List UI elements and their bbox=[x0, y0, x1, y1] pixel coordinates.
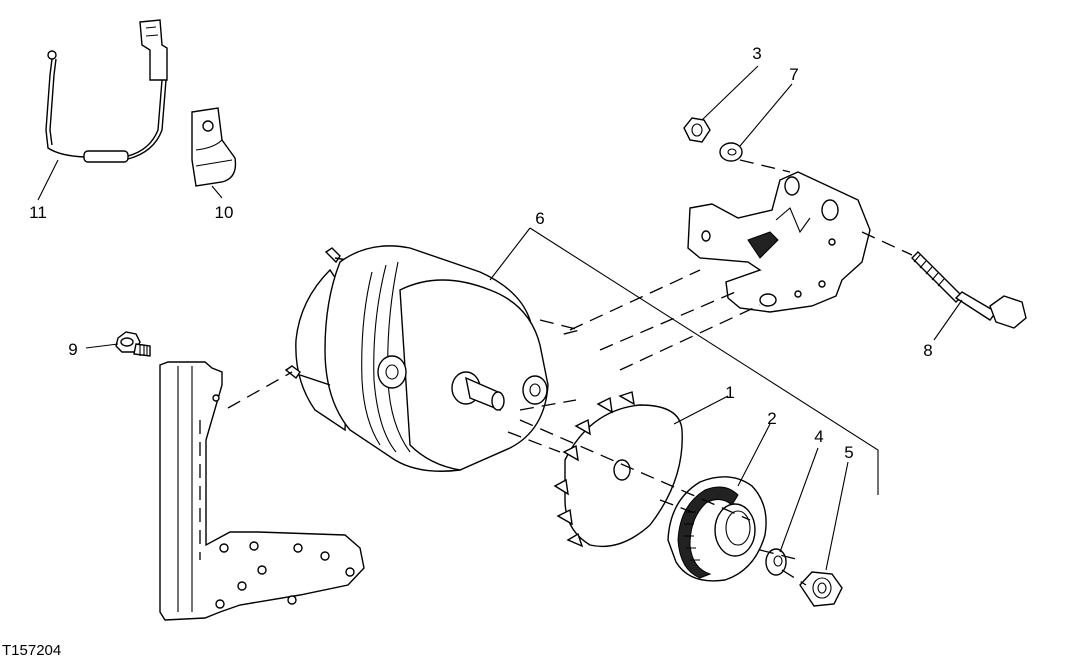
nut-3 bbox=[683, 117, 711, 143]
callout-9: 9 bbox=[68, 340, 77, 359]
cable-clamp bbox=[191, 107, 237, 187]
left-mounting-bracket bbox=[159, 361, 365, 621]
callout-11: 11 bbox=[29, 203, 47, 222]
nut-5 bbox=[799, 571, 843, 607]
callout-10: 10 bbox=[215, 203, 234, 222]
alternator bbox=[284, 245, 549, 472]
cap-screw bbox=[911, 251, 1027, 329]
washer-4 bbox=[765, 548, 787, 576]
callout-3: 3 bbox=[752, 44, 761, 63]
callout-1: 1 bbox=[725, 383, 734, 402]
leader-lines bbox=[37, 65, 963, 571]
callout-2: 2 bbox=[767, 409, 776, 428]
callout-4: 4 bbox=[814, 427, 823, 446]
callout-8: 8 bbox=[923, 341, 932, 360]
fan bbox=[553, 391, 683, 548]
washer-7 bbox=[719, 142, 743, 162]
figure-id: T157204 bbox=[2, 642, 61, 657]
callout-7: 7 bbox=[789, 65, 798, 84]
callout-6: 6 bbox=[535, 209, 544, 228]
assembly-centerlines bbox=[227, 159, 913, 586]
pulley bbox=[667, 476, 767, 582]
upper-bracket bbox=[687, 171, 871, 313]
mounting-bolt bbox=[115, 331, 151, 357]
callout-labels: 1 2 3 4 5 6 7 8 9 10 11 bbox=[29, 44, 933, 462]
callout-5: 5 bbox=[844, 443, 853, 462]
ground-wire-harness bbox=[45, 19, 168, 163]
